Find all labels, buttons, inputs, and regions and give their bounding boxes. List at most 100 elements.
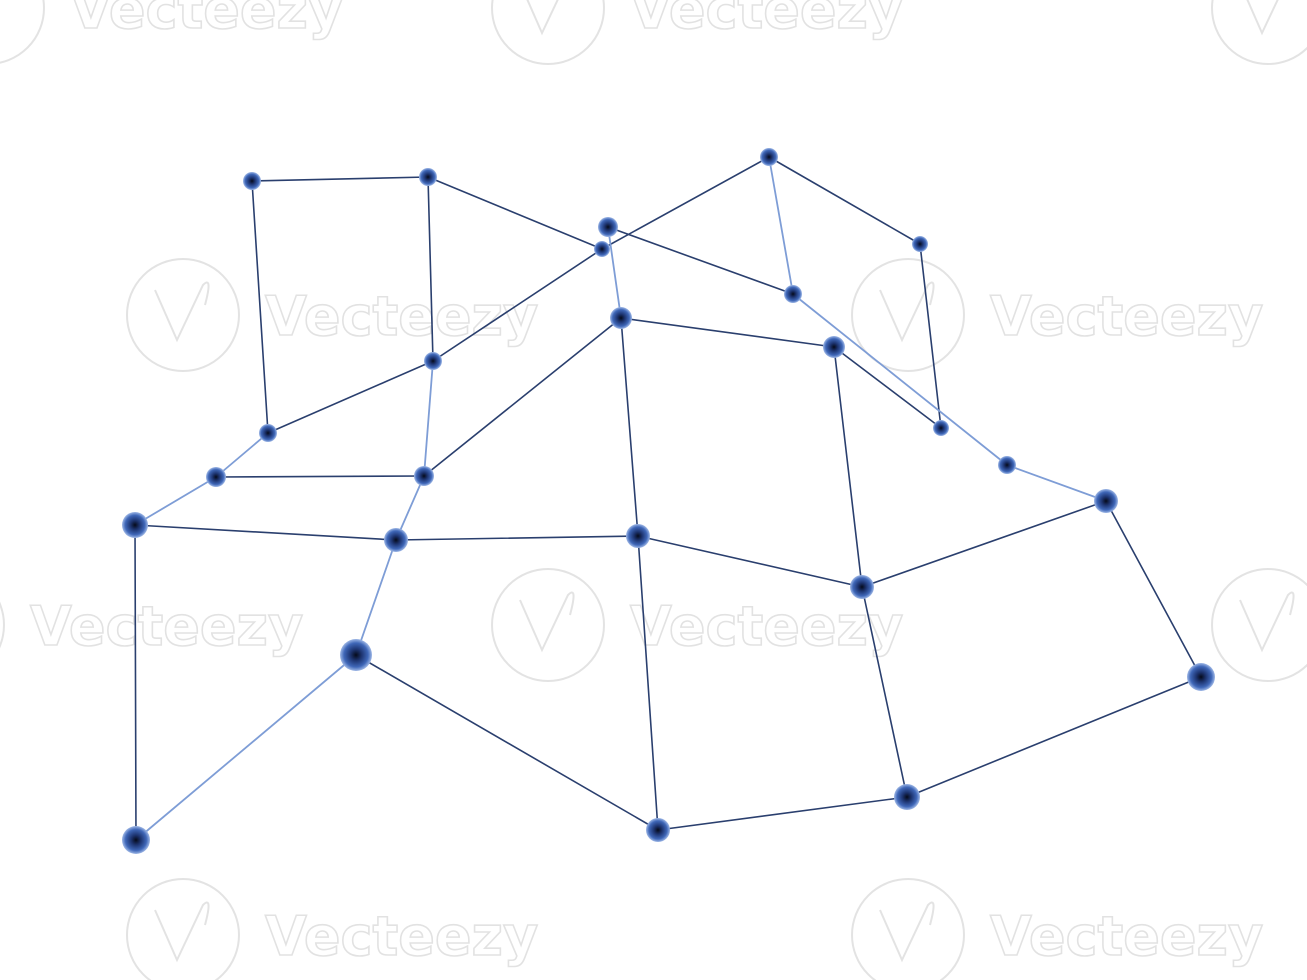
- watermark-text: Vecteezy: [265, 285, 538, 348]
- vecteezy-v-mark-icon: [879, 901, 935, 963]
- graph-edge: [657, 796, 908, 831]
- watermark-vecteezy: Vecteezy: [851, 878, 1264, 980]
- graph-node: [243, 172, 261, 190]
- vecteezy-logo-icon: [1211, 0, 1307, 65]
- watermark-vecteezy: Vecteezy: [851, 258, 1264, 372]
- graph-edge: [135, 654, 357, 841]
- graph-edge: [601, 156, 770, 250]
- graph-nodes: [122, 148, 1215, 854]
- graph-edge: [792, 293, 1008, 466]
- graph-edge: [906, 676, 1202, 798]
- graph-node: [998, 456, 1016, 474]
- graph-node: [933, 420, 949, 436]
- graph-edge: [355, 654, 659, 831]
- graph-edge: [637, 535, 659, 831]
- graph-edge: [607, 226, 794, 295]
- graph-edge: [607, 226, 622, 319]
- graph-edge: [768, 156, 794, 295]
- graph-edge: [1006, 464, 1107, 502]
- watermark-vecteezy: Vecteezy: [0, 0, 344, 64]
- vecteezy-logo-icon: [0, 601, 5, 649]
- vecteezy-v-mark-icon: [519, 591, 575, 653]
- graph-edge: [423, 360, 434, 477]
- vecteezy-v-mark-icon: [154, 281, 210, 343]
- graph-edge: [432, 248, 603, 362]
- vecteezy-v-mark-icon: [879, 281, 935, 343]
- watermark-text: Vecteezy: [630, 0, 903, 41]
- vecteezy-logo-icon: [1211, 568, 1307, 682]
- watermark-vecteezy: Vecteezy: [0, 594, 304, 659]
- graph-edge: [267, 360, 434, 434]
- watermark-text: Vecteezy: [630, 595, 903, 658]
- watermark-text: Vecteezy: [990, 285, 1263, 348]
- graph-edge: [861, 586, 908, 798]
- watermark-text: Vecteezy: [265, 905, 538, 968]
- graph-node: [610, 307, 632, 329]
- graph-node: [122, 826, 150, 854]
- watermark-vecteezy: Vecteezy: [1211, 568, 1307, 682]
- graph-node: [850, 575, 874, 599]
- graph-edge: [861, 500, 1107, 588]
- vecteezy-logo-icon: [851, 258, 965, 372]
- graph-edge: [1105, 500, 1202, 678]
- vecteezy-v-mark-icon: [1239, 591, 1295, 653]
- graph-node: [626, 524, 650, 548]
- graph-edge: [833, 346, 863, 588]
- graph-node: [894, 784, 920, 810]
- vecteezy-logo-icon: [126, 878, 240, 980]
- graph-node: [646, 818, 670, 842]
- graph-node: [384, 528, 408, 552]
- vecteezy-logo-icon: [491, 0, 605, 65]
- graph-node: [823, 336, 845, 358]
- graph-edge: [919, 243, 942, 429]
- watermark-text: Vecteezy: [70, 0, 343, 41]
- graph-edge: [251, 180, 269, 434]
- graph-edge: [395, 535, 639, 541]
- graph-edge: [355, 539, 397, 656]
- graph-edge: [427, 176, 434, 362]
- graph-edge: [134, 524, 137, 841]
- graph-node: [424, 352, 442, 370]
- graph-node: [912, 236, 928, 252]
- graph-edge: [134, 524, 397, 541]
- graph-node: [340, 639, 372, 671]
- graph-edge: [620, 317, 835, 348]
- graph-edge: [637, 535, 863, 588]
- graph-edge: [833, 346, 942, 429]
- vecteezy-v-mark-icon: [1246, 0, 1279, 36]
- watermark-vecteezy: Vecteezy: [126, 258, 539, 372]
- graph-edge: [768, 156, 921, 245]
- vecteezy-v-mark-icon: [526, 0, 559, 36]
- graph-edge: [134, 476, 217, 526]
- graph-edge: [251, 176, 429, 182]
- graph-node: [1187, 663, 1215, 691]
- graph-node: [784, 285, 802, 303]
- graph-node: [259, 424, 277, 442]
- graph-edge: [215, 475, 425, 478]
- graph-edge: [215, 432, 269, 478]
- graph-node: [122, 512, 148, 538]
- watermark-vecteezy: Vecteezy: [1211, 0, 1307, 65]
- graph-node: [594, 241, 610, 257]
- vecteezy-v-mark-icon: [0, 0, 14, 33]
- graph-node: [760, 148, 778, 166]
- vecteezy-v-mark-icon: [154, 901, 210, 963]
- graph-node: [206, 467, 226, 487]
- watermark-text: Vecteezy: [30, 595, 303, 658]
- graph-node: [419, 168, 437, 186]
- watermark-vecteezy: Vecteezy: [491, 568, 904, 682]
- vecteezy-logo-icon: [851, 878, 965, 980]
- graph-edges: [134, 156, 1202, 841]
- vecteezy-logo-icon: [126, 258, 240, 372]
- watermark-vecteezy: Vecteezy: [491, 0, 904, 65]
- watermark-text: Vecteezy: [990, 905, 1263, 968]
- graph-edge: [620, 317, 639, 537]
- graph-node: [598, 217, 618, 237]
- watermark-vecteezy: Vecteezy: [126, 878, 539, 980]
- vecteezy-logo-icon: [491, 568, 605, 682]
- vecteezy-logo-icon: [0, 0, 45, 64]
- graph-edge: [427, 176, 603, 250]
- graph-edge: [423, 317, 622, 477]
